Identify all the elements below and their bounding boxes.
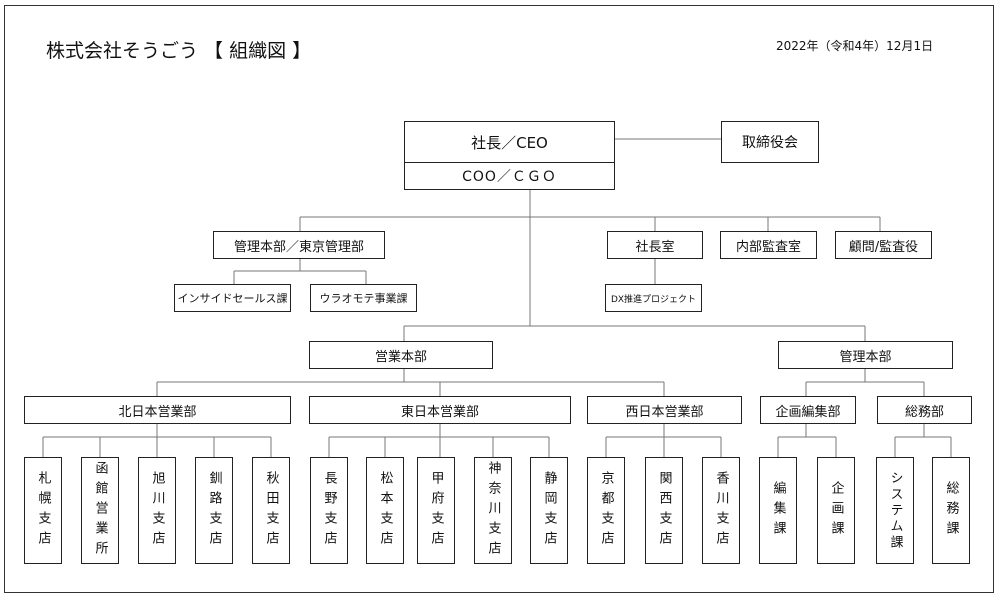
uraomote-label: ウラオモテ事業課: [319, 292, 408, 305]
general-affairs-box: 総務部: [877, 396, 972, 424]
advisor-box: 顧問/監査役: [835, 231, 932, 259]
branch-label: 静岡支店: [541, 470, 557, 551]
page-title: 株式会社そうごう 【 組織図 】: [46, 40, 312, 62]
branch-asahikawa: 旭川支店: [138, 457, 176, 564]
board-box: 取締役会: [721, 121, 819, 163]
section-planning: 企画課: [817, 457, 855, 564]
branch-nagano: 長野支店: [310, 457, 348, 564]
internal-audit-label: 内部監査室: [735, 239, 801, 255]
inside-sales-label: インサイドセールス課: [177, 292, 288, 305]
branch-label: 旭川支店: [149, 470, 165, 551]
board-label: 取締役会: [742, 135, 798, 151]
admin-hq-box: 管理本部: [778, 341, 953, 369]
branch-label: 関西支店: [656, 470, 672, 551]
branch-label: 松本支店: [377, 470, 393, 551]
date-label: 2022年（令和4年）12月1日: [776, 39, 934, 53]
branch-kushiro: 釧路支店: [195, 457, 233, 564]
coo-label: COO／ＣＧＯ: [462, 169, 557, 185]
branch-label: 甲府支店: [428, 470, 444, 551]
branch-label: 神奈川支店: [485, 460, 501, 561]
president-office-label: 社長室: [635, 239, 675, 255]
branch-shizuoka: 静岡支店: [530, 457, 568, 564]
branch-hakodate: 函館営業所: [81, 457, 119, 564]
branch-kansai: 関西支店: [645, 457, 683, 564]
branch-kofu: 甲府支店: [417, 457, 455, 564]
sales-hq-box: 営業本部: [309, 341, 493, 369]
west-sales-box: 西日本営業部: [587, 396, 742, 424]
section-label: 総務課: [943, 480, 959, 541]
branch-kyoto: 京都支店: [587, 457, 625, 564]
west-sales-label: 西日本営業部: [625, 404, 704, 420]
uraomote-box: ウラオモテ事業課: [310, 284, 417, 312]
north-sales-label: 北日本営業部: [118, 404, 197, 420]
branch-matsumoto: 松本支店: [366, 457, 404, 564]
ceo-label: 社長／CEO: [471, 134, 548, 152]
section-editorial: 編集課: [759, 457, 797, 564]
east-sales-label: 東日本営業部: [400, 404, 479, 420]
ceo-box: 社長／CEO: [404, 121, 615, 163]
branch-kanagawa: 神奈川支店: [474, 457, 512, 564]
section-label: 編集課: [770, 480, 786, 541]
section-general: 総務課: [932, 457, 970, 564]
admin-hq-label: 管理本部: [839, 349, 892, 365]
branch-label: 長野支店: [321, 470, 337, 551]
branch-sapporo: 札幌支店: [24, 457, 62, 564]
section-label: 企画課: [828, 480, 844, 541]
planning-dept-label: 企画編集部: [775, 404, 841, 420]
north-sales-box: 北日本営業部: [24, 396, 291, 424]
branch-label: 釧路支店: [206, 470, 222, 551]
branch-kagawa: 香川支店: [702, 457, 740, 564]
internal-audit-box: 内部監査室: [720, 231, 817, 259]
section-label: システム課: [887, 470, 903, 551]
planning-dept-box: 企画編集部: [760, 396, 856, 424]
section-system: システム課: [876, 457, 914, 564]
dx-label: DX推進プロジェクト: [610, 294, 697, 305]
east-sales-box: 東日本営業部: [309, 396, 571, 424]
coo-box: COO／ＣＧＯ: [404, 162, 615, 190]
branch-akita: 秋田支店: [252, 457, 290, 564]
dx-box: DX推進プロジェクト: [605, 284, 702, 312]
diagram-frame: [4, 5, 994, 593]
branch-label: 秋田支店: [263, 470, 279, 551]
advisor-label: 顧問/監査役: [848, 239, 919, 255]
branch-label: 函館営業所: [92, 460, 108, 561]
sales-hq-label: 営業本部: [374, 349, 427, 365]
admin-tokyo-box: 管理本部／東京管理部: [213, 231, 385, 259]
branch-label: 香川支店: [713, 470, 729, 551]
president-office-box: 社長室: [607, 231, 703, 259]
branch-label: 京都支店: [598, 470, 614, 551]
inside-sales-box: インサイドセールス課: [174, 284, 291, 312]
branch-label: 札幌支店: [35, 470, 51, 551]
admin-tokyo-label: 管理本部／東京管理部: [233, 239, 364, 255]
general-affairs-label: 総務部: [904, 404, 944, 420]
